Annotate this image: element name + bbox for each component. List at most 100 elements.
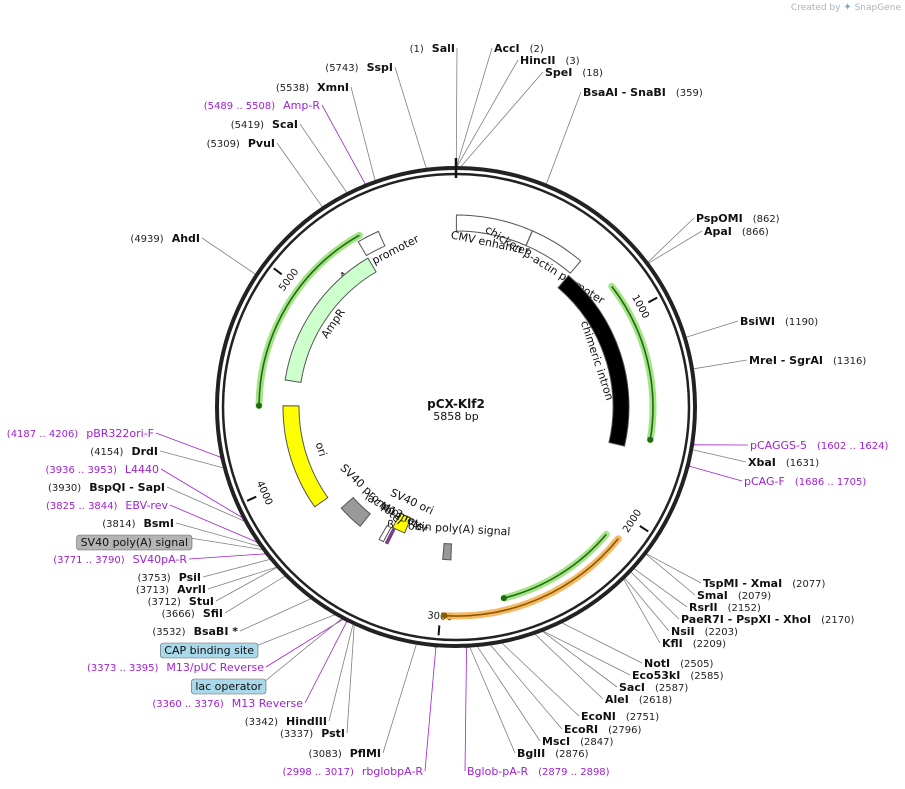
site-acci: AccI(2) [494,42,544,55]
annotation-arc-core [258,234,360,406]
primer-rbglobpa-r: rbglobpA-R(2998 .. 3017) [282,765,423,778]
leader-line [201,237,257,275]
leader-line [346,624,355,734]
feature-lac-promoter [378,524,392,543]
leader-line [688,465,743,482]
site-sali: SalI (1) [410,42,455,55]
leader-line [265,618,344,668]
site-name: StuI [189,595,214,608]
site-name: BsaBI * [194,625,239,638]
site-name: M13 Reverse [232,697,303,710]
site-position: (1316) [833,356,866,367]
site-name: PstI [321,727,345,740]
tick-mark [639,525,649,533]
site-position: (2079) [738,591,771,602]
site-mrei-sgrai: MreI - SgrAI(1316) [749,354,866,367]
site-name: BsiWI [740,315,775,328]
site-position: (3713) [136,585,169,596]
feature-box-label: lac operator [195,680,262,693]
site-name: DrdI [131,445,158,458]
site-name: SspI [367,61,393,74]
site-sspi: SspI(5743) [325,61,393,74]
site-name: XmnI [317,81,349,94]
site-pflmi: PflMI(3083) [308,747,381,760]
site-name: AvrII [177,583,206,596]
primer-arcs [255,231,657,620]
site-position: (3337) [280,729,313,740]
feature-chicken-actin-promoter [525,230,582,274]
site-position: (2203) [705,627,738,638]
site-name: EBV-rev [125,499,168,512]
site-position: (3814) [102,519,135,530]
site-name: ApaI [704,225,732,238]
leader-line [160,468,244,519]
leader-line [207,566,278,590]
site-xbai: XbaI(1631) [748,456,819,469]
snapgene-logo-icon: ✦ [843,2,852,13]
feature-box-label: CAP binding site [164,644,254,657]
site-bsmi: BsmI (3814) [102,517,174,530]
feature-sv40-ori [392,512,412,534]
site-position: (1602 .. 1624) [817,441,889,452]
site-stui: StuI (3712) [148,595,214,608]
annotation-arc-core [611,285,654,440]
leader-line [215,566,278,602]
primer-ebv-rev: EBV-rev(3825 .. 3844) [46,499,168,512]
site-name: KflI [662,637,683,650]
site-position: (1190) [785,317,818,328]
site-position: (2879 .. 2898) [538,767,610,778]
plasmid-size: 5858 bp [433,410,478,423]
site-paer7i-pspxi-xhoi: PaeR7I - PspXI - XhoI(2170) [681,613,855,626]
leader-line [624,577,670,632]
site-name: pCAGGS-5 [750,439,807,452]
site-name: SalI [432,42,455,55]
leader-line [501,642,580,717]
leader-line [263,617,343,683]
site-name: PspOMI [696,212,743,225]
site-position: (5538) [276,83,309,94]
site-position: (3666) [162,609,195,620]
site-position: (1686 .. 1705) [795,477,867,488]
annotation-arc-head [256,402,263,409]
site-name: PsiI [179,571,201,584]
feature-ori [282,405,329,508]
site-name: HincII [520,54,556,67]
leader-line [189,537,264,551]
site-name: PflMI [350,747,381,760]
site-tspmi-xmai: TspMI - XmaI(2077) [703,577,826,590]
primer-m13-puc-reverse: M13/pUC Reverse(3373 .. 3395) [87,661,264,674]
site-position: (862) [753,214,780,225]
leader-line [159,450,224,469]
tick-label: 2000 [621,508,644,535]
site-bsabi: BsaBI * (3532) [152,625,238,638]
feature-box-bg [191,678,267,695]
site-position: (1) [410,44,424,55]
leader-line [202,558,271,578]
site-name: XbaI [748,456,776,469]
site-nsii: NsiI(2203) [671,625,738,638]
site-position: (3712) [148,597,181,608]
leader-line [424,646,437,772]
site-position: (5309) [207,139,240,150]
site-position: (3532) [152,627,185,638]
primer-l4440: L4440(3936 .. 3953) [45,463,159,476]
leader-line [685,320,739,338]
site-position: (2170) [821,615,854,626]
primer-pcag-f: pCAG-F(1686 .. 1705) [744,475,866,488]
site-name: BsmI [144,517,175,530]
tick-mark [437,625,441,636]
site-name: RsrII [689,601,718,614]
site-name: Bglob-pA-R [467,765,529,778]
site-name: L4440 [125,463,159,476]
leader-line [645,553,702,584]
site-position: (2) [530,44,544,55]
site-bspqi-sapi: BspQI - SapI(3930) [48,481,165,494]
snapgene-brand-text: SnapGene [854,3,901,13]
site-position: (4939) [130,234,163,245]
site-position: (3373 .. 3395) [87,663,159,674]
site-scai: ScaI(5419) [231,118,298,131]
leader-line [224,575,286,614]
leader-line [299,123,348,194]
annotation-arc-core [503,533,607,599]
